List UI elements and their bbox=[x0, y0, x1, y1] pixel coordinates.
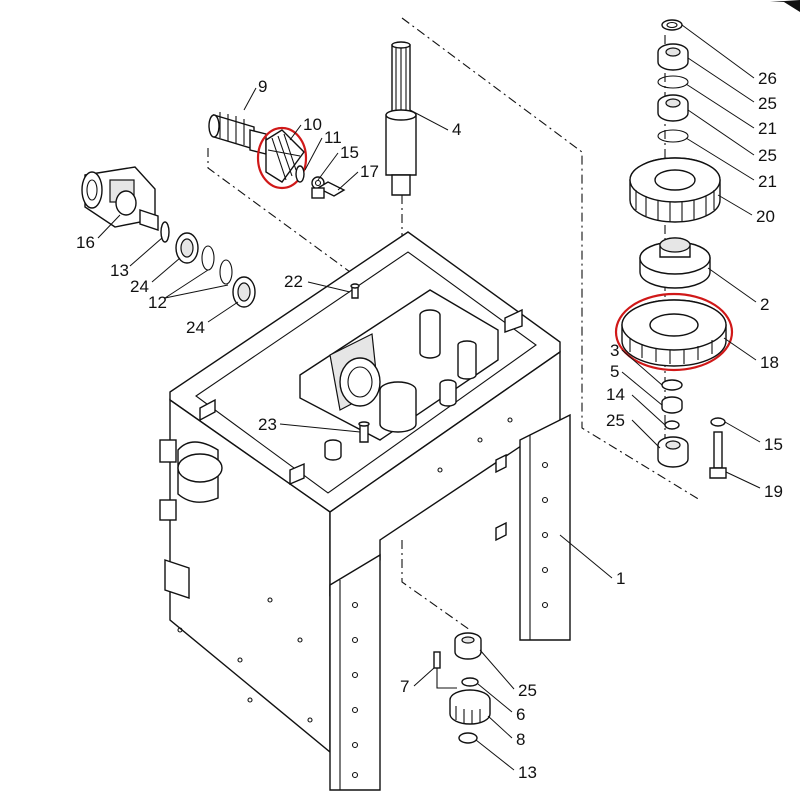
callout-26: 26 bbox=[758, 69, 777, 88]
callout-24: 24 bbox=[186, 318, 205, 337]
corner-mark-icon bbox=[770, 0, 800, 12]
part-9-pinion-shaft bbox=[208, 112, 267, 155]
bottom-gear-stack bbox=[433, 632, 491, 744]
callout-25: 25 bbox=[758, 94, 777, 113]
callout-20: 20 bbox=[756, 207, 775, 226]
callout-1: 1 bbox=[616, 569, 625, 588]
callout-9: 9 bbox=[258, 77, 267, 96]
callout-8: 8 bbox=[516, 730, 525, 749]
highlight-part-18 bbox=[614, 292, 734, 372]
callout-17: 17 bbox=[360, 162, 379, 181]
part-10-bevel-gear bbox=[256, 126, 308, 190]
highlight-part-10 bbox=[256, 126, 308, 190]
callout-21: 21 bbox=[758, 172, 777, 191]
callout-23: 23 bbox=[258, 415, 277, 434]
callout-16: 16 bbox=[76, 233, 95, 252]
callout-3: 3 bbox=[610, 341, 619, 360]
callout-labels: 9 10 11 15 17 4 16 13 24 12 24 22 23 26 … bbox=[76, 69, 783, 782]
callout-15: 15 bbox=[340, 143, 359, 162]
callout-21: 21 bbox=[758, 119, 777, 138]
callout-25: 25 bbox=[518, 681, 537, 700]
callout-13: 13 bbox=[110, 261, 129, 280]
right-stack-parts bbox=[614, 19, 734, 479]
callout-11: 11 bbox=[324, 128, 342, 147]
part-22-23-grease-fittings bbox=[350, 283, 370, 443]
parts-13-24-12-bearings-rings bbox=[160, 221, 256, 308]
callout-6: 6 bbox=[516, 705, 525, 724]
callout-19: 19 bbox=[764, 482, 783, 501]
callout-22: 22 bbox=[284, 272, 303, 291]
callout-12: 12 bbox=[148, 293, 167, 312]
part-11-15-17-washers-bolt bbox=[295, 165, 346, 199]
callout-15: 15 bbox=[764, 435, 783, 454]
callout-10: 10 bbox=[303, 115, 322, 134]
callout-25: 25 bbox=[606, 411, 625, 430]
leader-lines bbox=[97, 24, 761, 771]
callout-18: 18 bbox=[760, 353, 779, 372]
callout-25: 25 bbox=[758, 146, 777, 165]
callout-2: 2 bbox=[760, 295, 769, 314]
part-4-shaft bbox=[385, 41, 417, 196]
part-16-universal-joint bbox=[81, 166, 159, 231]
callout-14: 14 bbox=[606, 385, 625, 404]
callout-4: 4 bbox=[452, 120, 461, 139]
callout-5: 5 bbox=[610, 362, 619, 381]
callout-24: 24 bbox=[130, 277, 149, 296]
callout-7: 7 bbox=[400, 677, 409, 696]
callout-13: 13 bbox=[518, 763, 537, 782]
frame-housing bbox=[159, 231, 571, 791]
